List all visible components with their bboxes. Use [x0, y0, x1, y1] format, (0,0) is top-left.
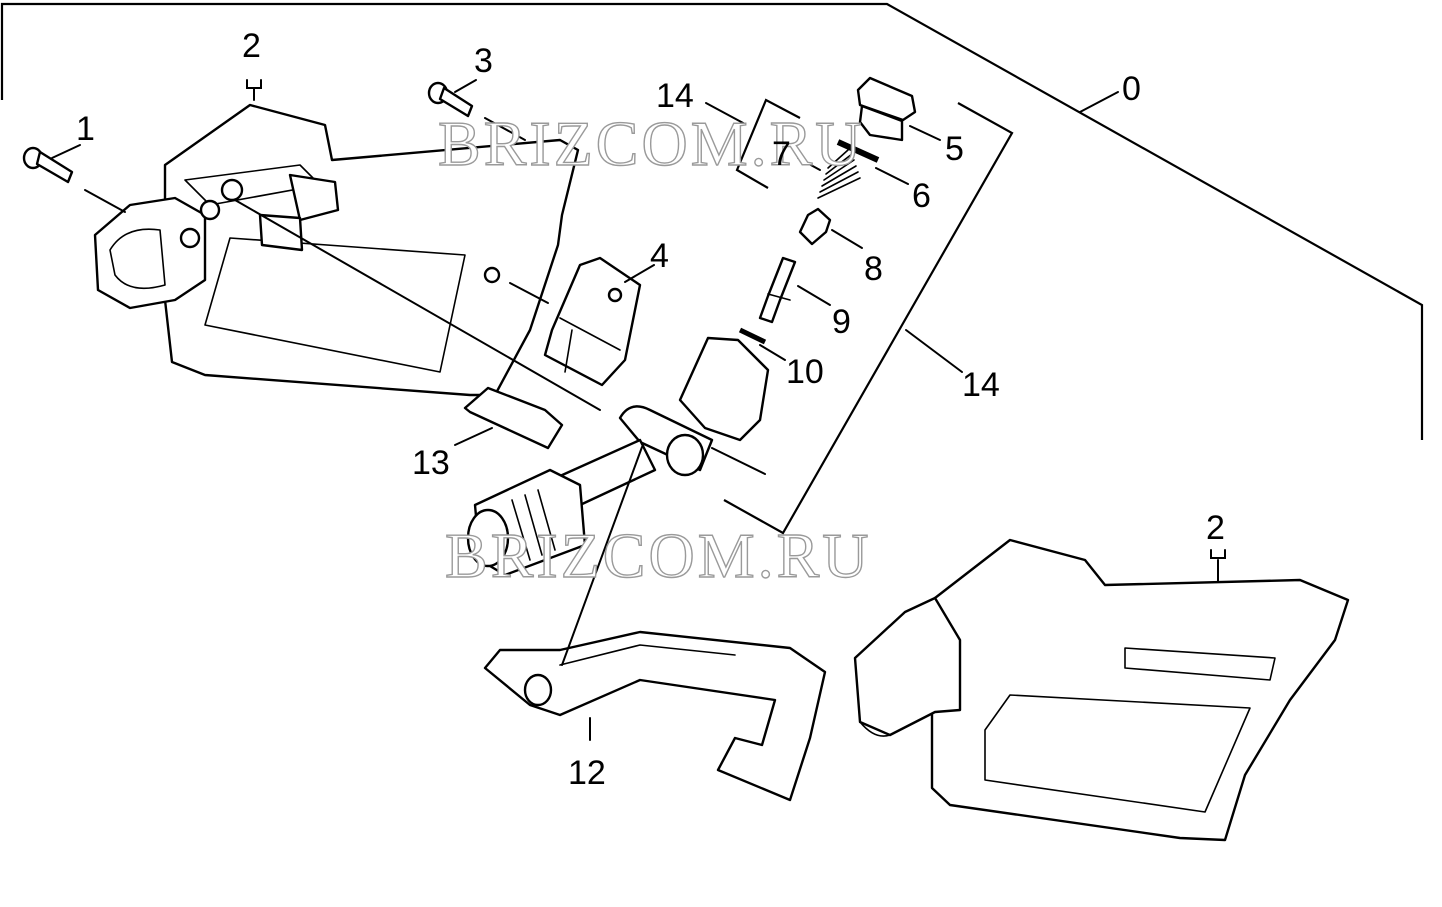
screw-3	[427, 79, 526, 141]
subassembly-bracket-14	[705, 98, 1014, 535]
latch-block-4	[509, 256, 655, 387]
plug-8	[798, 207, 863, 249]
cap-5	[856, 76, 941, 142]
label-13: 13	[412, 444, 450, 482]
label-8: 8	[864, 250, 883, 288]
label-5: 5	[945, 130, 964, 168]
assembly-bracket-0	[0, 2, 1424, 440]
housing-right-half	[853, 538, 1350, 842]
label-14-right: 14	[962, 366, 1000, 404]
label-1: 1	[76, 110, 95, 148]
label-2-right-marker	[1210, 549, 1226, 559]
label-3: 3	[474, 42, 493, 80]
label-2-right: 2	[1206, 509, 1225, 547]
label-10: 10	[786, 353, 824, 391]
label-2-top-marker	[246, 79, 262, 101]
screw-1	[22, 144, 126, 213]
ring-10	[738, 327, 786, 361]
ring-6	[836, 139, 909, 185]
valve-body	[234, 199, 770, 577]
spring-7	[797, 149, 861, 199]
pin-9	[758, 256, 831, 324]
label-12: 12	[568, 754, 606, 792]
pad-13	[454, 386, 564, 450]
lever-12	[483, 446, 827, 802]
label-14-top: 14	[656, 77, 694, 115]
watermark-top: BRIZCOM.RU	[438, 108, 865, 179]
label-6: 6	[912, 177, 931, 215]
label-4: 4	[650, 237, 669, 275]
label-9: 9	[832, 303, 851, 341]
housing-left-half	[93, 103, 580, 397]
label-2-left: 2	[242, 27, 261, 65]
label-7: 7	[772, 135, 791, 173]
label-0: 0	[1122, 70, 1141, 108]
watermark-middle: BRIZCOM.RU	[445, 520, 872, 591]
